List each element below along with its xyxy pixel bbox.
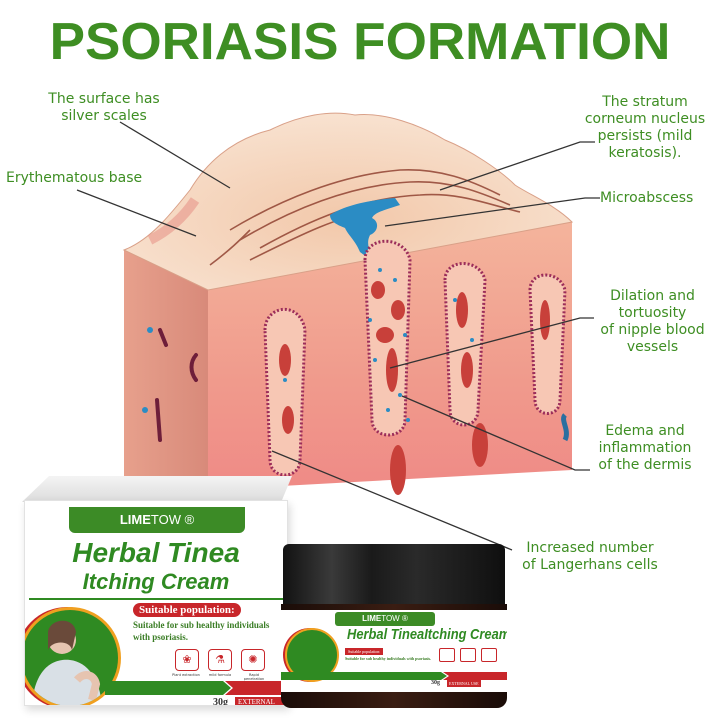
- mild-formula-icon: ⚗: [208, 649, 232, 671]
- feature-icons: ❀ ⚗ ✺: [175, 649, 265, 671]
- product-jar: LIMETOW ® Herbal TineaItching Cream Suit…: [277, 540, 509, 710]
- side-face: [124, 250, 208, 490]
- suitable-description: Suitable for sub healthy individuals wit…: [133, 620, 270, 642]
- external-use-badge: EXTERNAL USE: [235, 697, 287, 705]
- label-silver-scales: The surface has silver scales: [48, 91, 160, 124]
- microabscess-shape: [330, 198, 400, 258]
- brand-logo: LIMETOW ®: [69, 507, 245, 533]
- label-langerhans-cells: Increased number of Langerhans cells: [522, 540, 658, 573]
- jar-lid: [283, 544, 505, 606]
- suitable-population-badge: Suitable population:: [133, 603, 241, 617]
- product-box: LIMETOW ® Herbal Tinea Itching Cream Sui…: [22, 476, 292, 708]
- net-weight: 30g: [213, 697, 228, 706]
- rapid-penetration-icon: [481, 648, 497, 662]
- label-erythematous-base: Erythematous base: [6, 170, 143, 186]
- rapid-penetration-icon: ✺: [241, 649, 265, 671]
- feature-icon-labels: Plant extraction mild formula Rapid pene…: [172, 673, 265, 681]
- label-microabscess: Microabscess: [600, 190, 694, 206]
- label-stratum-corneum: The stratum corneum nucleus persists (mi…: [584, 94, 706, 161]
- jar-feature-icons: [439, 648, 497, 662]
- label-edema-dermis: Edema and inflammation of the dermis: [598, 423, 692, 473]
- box-front: LIMETOW ® Herbal Tinea Itching Cream Sui…: [24, 500, 288, 706]
- divider: [29, 598, 283, 600]
- label-dilation-vessels: Dilation and tortuosity of nipple blood …: [600, 288, 705, 355]
- jar-suitable-badge: Suitable population:: [345, 648, 384, 655]
- jar-net-weight: 30g: [431, 680, 440, 686]
- jar-suitable-description: Suitable for sub healthy individuals wit…: [345, 656, 432, 661]
- scale-mound: [122, 112, 574, 291]
- product-name-line2: Itching Cream: [82, 569, 230, 594]
- jar-arrow-band: [281, 672, 507, 680]
- arrow-band: [105, 681, 287, 695]
- mild-formula-icon: [460, 648, 476, 662]
- jar-brand-logo: LIMETOW ®: [335, 612, 435, 626]
- product-name-line1: Herbal Tinea: [72, 537, 240, 568]
- jar-body: LIMETOW ® Herbal TineaItching Cream Suit…: [281, 604, 507, 708]
- page-title: PSORIASIS FORMATION: [49, 13, 671, 71]
- jar-product-name: Herbal TineaItching Cream: [347, 626, 507, 643]
- jar-external-use-badge: EXTERNAL USE: [447, 680, 481, 687]
- box-top-flap: [22, 476, 292, 502]
- plant-extraction-icon: ❀: [175, 649, 199, 671]
- plant-extraction-icon: [439, 648, 455, 662]
- jar-label: LIMETOW ® Herbal TineaItching Cream Suit…: [281, 610, 507, 692]
